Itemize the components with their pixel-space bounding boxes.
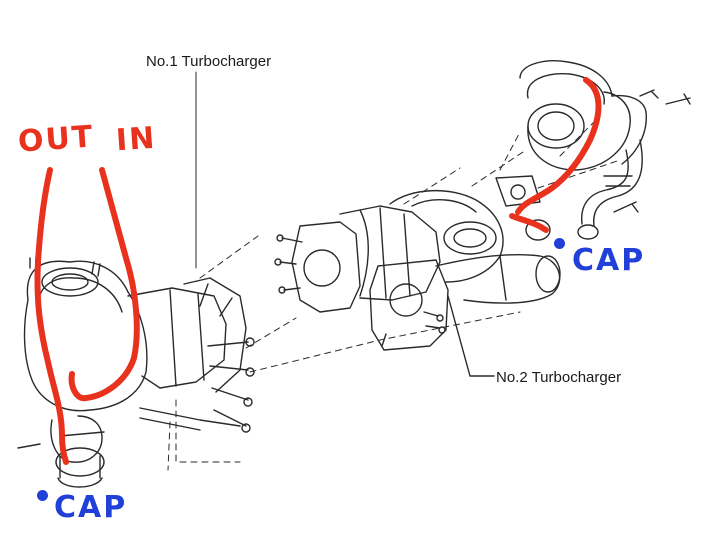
turbocharger-1-drawing <box>17 257 255 488</box>
cap-dot-right <box>554 238 565 249</box>
turbocharger-2-drawing <box>274 190 561 377</box>
cap-annotation-right: CAP <box>572 243 646 278</box>
intake-elbow-drawing <box>495 60 691 240</box>
cap-dot-left <box>37 490 48 501</box>
cap-annotation-left: CAP <box>54 490 128 525</box>
turbocharger-1-label: No.1 Turbocharger <box>146 53 272 70</box>
turbocharger-2-label: No.2 Turbocharger <box>496 369 622 386</box>
in-annotation: IN <box>114 120 158 159</box>
red-hose-marks <box>34 77 602 465</box>
out-annotation: OUT <box>16 119 96 160</box>
